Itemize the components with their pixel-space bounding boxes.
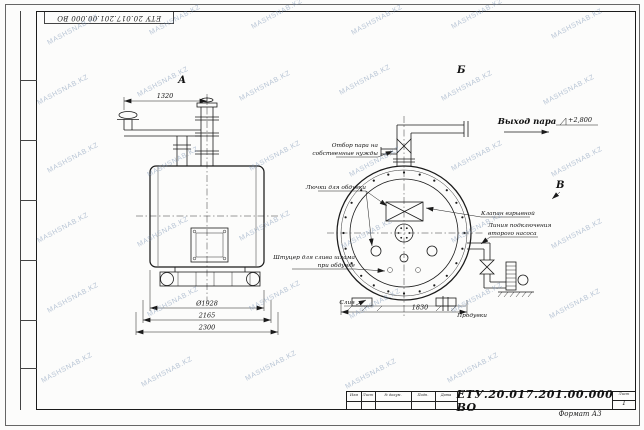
title-block: Изм Лист № докум. Подп. Дата ЕТУ.20.017.… (346, 387, 636, 414)
title-block-row-line (613, 399, 635, 401)
col-izm: Изм (349, 393, 359, 397)
format-label: Формат А3 (558, 410, 602, 418)
left-margin-divider (20, 200, 37, 201)
inverted-doc-number: ЕТУ 20.017.201.00.000 ВО (44, 12, 174, 24)
doc-number: ЕТУ.20.017.201.00.000 ВО (456, 387, 614, 414)
col-date: Дата (440, 393, 452, 397)
title-block-divider (612, 392, 613, 409)
title-block-divider (457, 392, 458, 409)
sheet-label: Лист (618, 392, 630, 396)
left-margin-divider (20, 260, 37, 261)
col-list: Лист (362, 393, 374, 397)
left-margin-divider (20, 368, 37, 369)
col-doc: № докум. (384, 393, 402, 397)
outer-border (5, 4, 640, 426)
sheet-value: 1 (622, 400, 626, 407)
left-margin-divider (20, 140, 37, 141)
col-sign: Подп. (417, 393, 429, 397)
left-margin-divider (20, 80, 37, 81)
left-margin-column (20, 11, 21, 410)
drawing-frame (36, 11, 636, 410)
title-block-row-line (347, 400, 457, 402)
left-margin-divider (20, 320, 37, 321)
